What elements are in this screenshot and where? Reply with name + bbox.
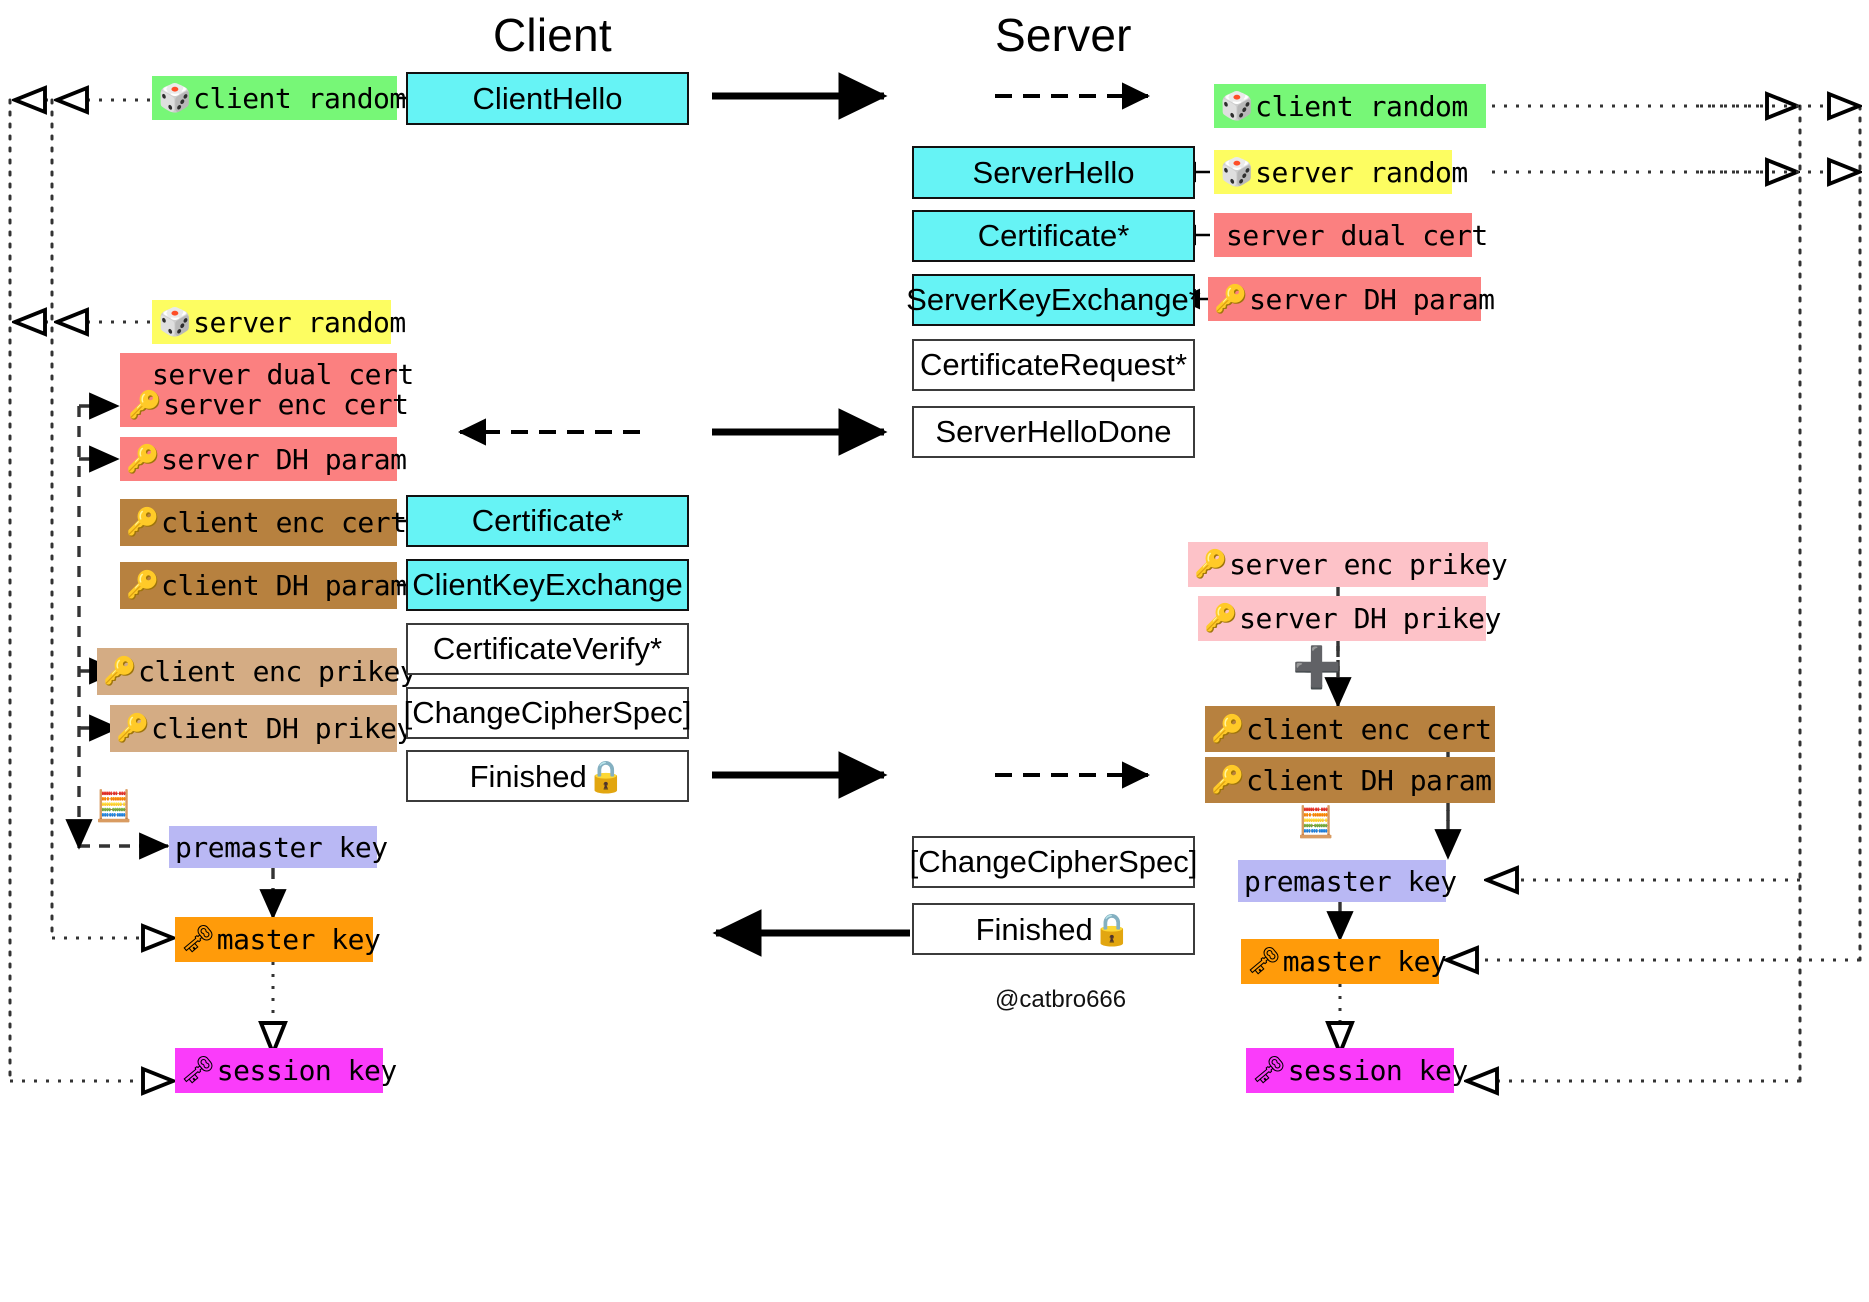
- msg-server-key-exchange[interactable]: ServerKeyExchange*: [906, 274, 1201, 326]
- page-title-server: Server: [995, 9, 1132, 61]
- oldkey-icon: 🗝: [181, 924, 215, 955]
- plus-icon-server: ➕: [1292, 645, 1342, 691]
- chip-session-key-left: 🗝 session key: [175, 1048, 397, 1093]
- key-icon: 🔑: [126, 570, 160, 601]
- oldkey-icon: 🗝: [1252, 1055, 1286, 1086]
- chip-premaster-key-left: premaster key: [169, 826, 388, 868]
- msg-certificate-request[interactable]: CertificateRequest*: [912, 339, 1195, 391]
- chip-server-enc-prikey-right: 🔑 server enc prikey: [1188, 542, 1508, 587]
- chip-master-key-right: 🗝 master key: [1241, 939, 1447, 984]
- key-icon: 🔑: [128, 390, 162, 421]
- chip-client-dh-param-left: 🔑 client DH param: [120, 562, 407, 609]
- watermark-credit: @catbro666: [995, 986, 1127, 1013]
- oldkey-icon: 🗝: [1247, 946, 1281, 977]
- key-icon: 🔑: [126, 507, 160, 538]
- chip-client-enc-prikey-left: 🔑 client enc prikey: [97, 648, 417, 695]
- key-icon: 🔑: [103, 656, 137, 687]
- chip-server-dh-param-left: 🔑 server DH param: [120, 437, 407, 481]
- chip-server-random-left: 🎲 server random: [152, 300, 406, 344]
- chip-server-cert-group-left: server dual cert 🔑server enc cert: [120, 353, 414, 427]
- chip-master-key-left: 🗝 master key: [175, 917, 381, 962]
- chip-session-key-right: 🗝 session key: [1246, 1048, 1468, 1093]
- key-icon: 🔑: [1194, 549, 1228, 580]
- chip-server-random-right: 🎲 server random: [1214, 150, 1468, 194]
- abacus-icon-client: 🧮: [95, 790, 133, 823]
- msg-server-finished[interactable]: Finished🔒: [912, 903, 1195, 955]
- chip-client-enc-cert-right: 🔑 client enc cert: [1205, 706, 1495, 752]
- page-title-client: Client: [493, 9, 612, 61]
- msg-client-change-cipher-spec[interactable]: [ChangeCipherSpec]: [404, 687, 691, 739]
- chip-server-dh-param-right: 🔑 server DH param: [1208, 277, 1495, 321]
- msg-server-certificate[interactable]: Certificate*: [912, 210, 1195, 262]
- msg-server-change-cipher-spec[interactable]: [ChangeCipherSpec]: [910, 836, 1197, 888]
- key-icon: 🔑: [116, 713, 150, 744]
- chip-premaster-key-right: premaster key: [1238, 860, 1457, 902]
- chip-client-dh-prikey-left: 🔑 client DH prikey: [110, 705, 413, 752]
- abacus-icon-server: 🧮: [1297, 806, 1335, 839]
- dice-icon: 🎲: [1220, 90, 1254, 122]
- chip-client-random-right: 🎲 client random: [1214, 84, 1486, 128]
- chip-client-random-left: 🎲 client random: [152, 76, 406, 120]
- msg-client-certificate[interactable]: Certificate*: [406, 495, 689, 547]
- msg-server-hello-done[interactable]: ServerHelloDone: [912, 406, 1195, 458]
- oldkey-icon: 🗝: [181, 1055, 215, 1086]
- chip-server-dual-cert-right: server dual cert: [1214, 213, 1488, 257]
- msg-client-key-exchange[interactable]: ClientKeyExchange: [406, 559, 689, 611]
- key-icon: 🔑: [126, 443, 160, 475]
- msg-client-finished[interactable]: Finished🔒: [406, 750, 689, 802]
- msg-certificate-verify[interactable]: CertificateVerify*: [406, 623, 689, 675]
- key-icon: 🔑: [1211, 764, 1245, 796]
- key-icon: 🔑: [1211, 713, 1245, 745]
- dice-icon: 🎲: [1220, 156, 1254, 188]
- chip-server-dh-prikey-right: 🔑 server DH prikey: [1198, 596, 1501, 641]
- msg-client-hello[interactable]: ClientHello: [406, 72, 689, 125]
- chip-client-dh-param-right: 🔑 client DH param: [1205, 757, 1495, 803]
- chip-client-enc-cert-left: 🔑 client enc cert: [120, 499, 407, 546]
- key-icon: 🔑: [1214, 283, 1248, 315]
- dice-icon: 🎲: [158, 82, 192, 114]
- dice-icon: 🎲: [158, 306, 192, 338]
- msg-server-hello[interactable]: ServerHello: [912, 146, 1195, 199]
- key-icon: 🔑: [1204, 603, 1238, 634]
